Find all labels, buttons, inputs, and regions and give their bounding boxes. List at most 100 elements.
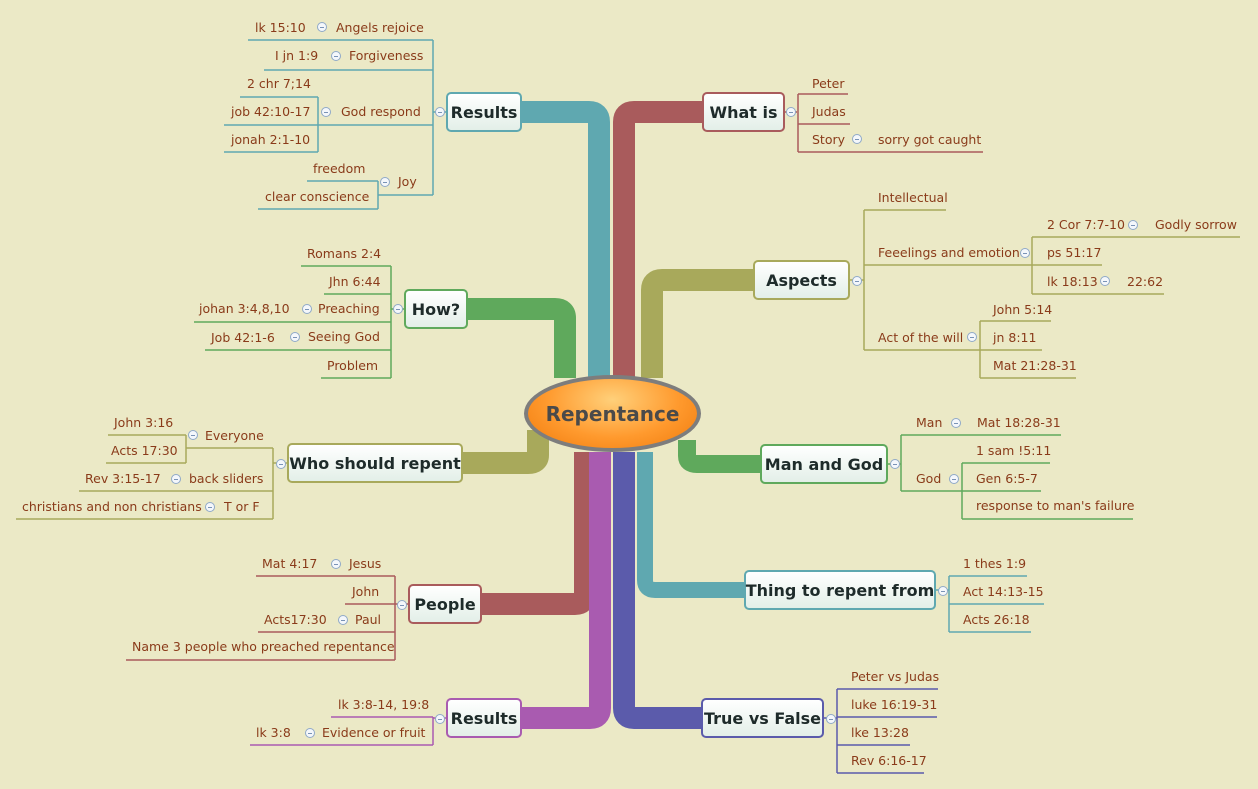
node-freedom[interactable]: freedom xyxy=(313,161,366,176)
node-lk-15-10[interactable]: lk 15:10 xyxy=(255,20,306,35)
collapse-toggle-icon[interactable] xyxy=(951,418,961,428)
node-lk-18-13[interactable]: lk 18:13 xyxy=(1047,274,1098,289)
node-t-or-f[interactable]: T or F xyxy=(224,499,260,514)
topic-what-is[interactable]: What is xyxy=(702,92,785,132)
collapse-toggle-icon[interactable] xyxy=(276,459,286,469)
node-rev-3-15-17[interactable]: Rev 3:15-17 xyxy=(85,471,161,486)
node-christians-and-non-christians[interactable]: christians and non christians xyxy=(22,499,202,514)
node-2-cor-7-7-10[interactable]: 2 Cor 7:7-10 xyxy=(1047,217,1125,232)
node-rev-6-16-17[interactable]: Rev 6:16-17 xyxy=(851,753,927,768)
collapse-toggle-icon[interactable] xyxy=(786,107,796,117)
collapse-toggle-icon[interactable] xyxy=(305,728,315,738)
collapse-toggle-icon[interactable] xyxy=(331,559,341,569)
node-everyone[interactable]: Everyone xyxy=(205,428,264,443)
node-back-sliders[interactable]: back sliders xyxy=(189,471,264,486)
collapse-toggle-icon[interactable] xyxy=(852,134,862,144)
node-mat-18-28-31[interactable]: Mat 18:28-31 xyxy=(977,415,1061,430)
collapse-toggle-icon[interactable] xyxy=(188,430,198,440)
node-1-thes-1-9[interactable]: 1 thes 1:9 xyxy=(963,556,1027,571)
node-acts17-30[interactable]: Acts17:30 xyxy=(264,612,327,627)
topic-results-top[interactable]: Results xyxy=(446,92,522,132)
node-1-sam-5-11[interactable]: 1 sam !5:11 xyxy=(976,443,1052,458)
node-22-62[interactable]: 22:62 xyxy=(1127,274,1164,289)
node-job-42-10-17[interactable]: job 42:10-17 xyxy=(231,104,311,119)
topic-how[interactable]: How? xyxy=(404,289,468,329)
node-lk-3-8[interactable]: lk 3:8 xyxy=(256,725,291,740)
collapse-toggle-icon[interactable] xyxy=(949,474,959,484)
collapse-toggle-icon[interactable] xyxy=(331,51,341,61)
node-peter[interactable]: Peter xyxy=(812,76,845,91)
node-lke-13-28[interactable]: lke 13:28 xyxy=(851,725,909,740)
node-clear-conscience[interactable]: clear conscience xyxy=(265,189,370,204)
node-preaching[interactable]: Preaching xyxy=(318,301,380,316)
node-ps-51-17[interactable]: ps 51:17 xyxy=(1047,245,1102,260)
node-jhn-6-44[interactable]: Jhn 6:44 xyxy=(329,274,381,289)
node-evidence-or-fruit[interactable]: Evidence or fruit xyxy=(322,725,426,740)
collapse-toggle-icon[interactable] xyxy=(852,276,862,286)
collapse-toggle-icon[interactable] xyxy=(205,502,215,512)
topic-true-vs-false[interactable]: True vs False xyxy=(701,698,824,738)
node-jesus[interactable]: Jesus xyxy=(349,556,382,571)
collapse-toggle-icon[interactable] xyxy=(290,332,300,342)
node-peter-vs-judas[interactable]: Peter vs Judas xyxy=(851,669,940,684)
node-feelings-and-emotion[interactable]: Feeelings and emotion xyxy=(878,245,1020,260)
node-johan-3-4-8-10[interactable]: johan 3:4,8,10 xyxy=(199,301,290,316)
collapse-toggle-icon[interactable] xyxy=(890,459,900,469)
central-topic[interactable]: Repentance xyxy=(524,375,701,452)
topic-people[interactable]: People xyxy=(408,584,482,624)
node-john-5-14[interactable]: John 5:14 xyxy=(993,302,1053,317)
node-i-jn-1-9[interactable]: I jn 1:9 xyxy=(275,48,319,63)
node-problem[interactable]: Problem xyxy=(327,358,379,373)
node-act-14-13-15[interactable]: Act 14:13-15 xyxy=(963,584,1044,599)
node-paul[interactable]: Paul xyxy=(355,612,382,627)
node-godly-sorrow[interactable]: Godly sorrow xyxy=(1155,217,1237,232)
node-luke-16-19-31[interactable]: luke 16:19-31 xyxy=(851,697,938,712)
node-lk-3-8-14-19-8[interactable]: lk 3:8-14, 19:8 xyxy=(338,697,430,712)
topic-aspects[interactable]: Aspects xyxy=(753,260,850,300)
topic-thing-to-repent-from[interactable]: Thing to repent from xyxy=(744,570,936,610)
node-job-42-1-6[interactable]: Job 42:1-6 xyxy=(211,330,275,345)
collapse-toggle-icon[interactable] xyxy=(435,107,445,117)
node-acts-17-30[interactable]: Acts 17:30 xyxy=(111,443,178,458)
node-mat-21-28-31[interactable]: Mat 21:28-31 xyxy=(993,358,1077,373)
collapse-toggle-icon[interactable] xyxy=(321,107,331,117)
collapse-toggle-icon[interactable] xyxy=(938,586,948,596)
node-jn-8-11[interactable]: jn 8:11 xyxy=(993,330,1037,345)
node-intellectual[interactable]: Intellectual xyxy=(878,190,948,205)
collapse-toggle-icon[interactable] xyxy=(397,600,407,610)
node-jonah-2-1-10[interactable]: jonah 2:1-10 xyxy=(231,132,311,147)
node-john[interactable]: John xyxy=(352,584,380,599)
collapse-toggle-icon[interactable] xyxy=(1100,276,1110,286)
topic-man-and-god[interactable]: Man and God xyxy=(760,444,888,484)
node-god-respond[interactable]: God respond xyxy=(341,104,421,119)
node-act-of-the-will[interactable]: Act of the will xyxy=(878,330,964,345)
collapse-toggle-icon[interactable] xyxy=(1020,248,1030,258)
topic-who-should-repent[interactable]: Who should repent xyxy=(287,443,463,483)
node-2-chr-7-14[interactable]: 2 chr 7;14 xyxy=(247,76,311,91)
node-forgiveness[interactable]: Forgiveness xyxy=(349,48,424,63)
collapse-toggle-icon[interactable] xyxy=(393,304,403,314)
collapse-toggle-icon[interactable] xyxy=(338,615,348,625)
collapse-toggle-icon[interactable] xyxy=(380,177,390,187)
node-judas[interactable]: Judas xyxy=(812,104,846,119)
node-response-to-mans-failure[interactable]: response to man's failure xyxy=(976,498,1135,513)
node-john-3-16[interactable]: John 3:16 xyxy=(114,415,174,430)
collapse-toggle-icon[interactable] xyxy=(435,714,445,724)
node-sorry-got-caught[interactable]: sorry got caught xyxy=(878,132,982,147)
node-acts-26-18[interactable]: Acts 26:18 xyxy=(963,612,1030,627)
node-name-3-people[interactable]: Name 3 people who preached repentance xyxy=(132,639,395,654)
collapse-toggle-icon[interactable] xyxy=(171,474,181,484)
node-angels-rejoice[interactable]: Angels rejoice xyxy=(336,20,424,35)
collapse-toggle-icon[interactable] xyxy=(317,22,327,32)
collapse-toggle-icon[interactable] xyxy=(826,714,836,724)
node-god[interactable]: God xyxy=(916,471,942,486)
collapse-toggle-icon[interactable] xyxy=(1128,220,1138,230)
node-gen-6-5-7[interactable]: Gen 6:5-7 xyxy=(976,471,1038,486)
topic-results-bottom[interactable]: Results xyxy=(446,698,522,738)
node-joy[interactable]: Joy xyxy=(398,174,417,189)
node-man[interactable]: Man xyxy=(916,415,943,430)
node-story[interactable]: Story xyxy=(812,132,846,147)
collapse-toggle-icon[interactable] xyxy=(302,304,312,314)
node-seeing-god[interactable]: Seeing God xyxy=(308,329,380,344)
collapse-toggle-icon[interactable] xyxy=(967,332,977,342)
